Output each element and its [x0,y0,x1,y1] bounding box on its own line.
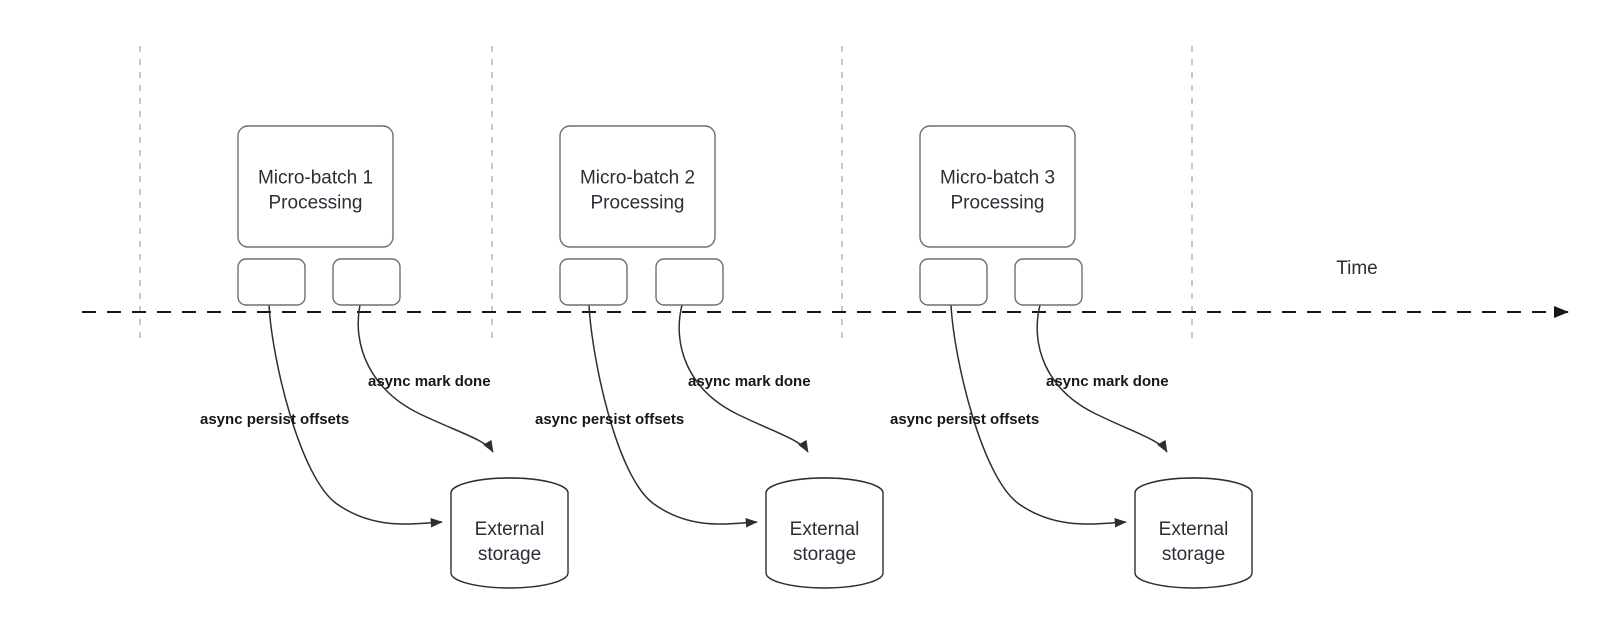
group-2-batch-box[interactable] [559,125,716,248]
group-3-batch-node[interactable]: Micro-batch 3 Processing [919,125,1076,248]
group-3-persist-offsets-edge [950,304,1127,528]
group-2-batch-label-line2: Processing [591,193,685,214]
group-2-persist-offsets-edge [588,304,758,528]
group-1-storage-label-line1: External [475,519,545,540]
group-3-task-box-3b[interactable] [1014,258,1083,306]
edge-labels-group: async persist offsets async mark done asyn… [200,373,1169,428]
group-3-persist-offsets-edge-label: async persist offsets [890,411,1039,428]
group-1-persist-offsets-edge [268,304,443,528]
group-3-storage-node[interactable]: External storage [1134,477,1253,589]
group-2-storage-node[interactable]: External storage [765,477,884,589]
group-2-mark-done-edge-label: async mark done [688,373,811,390]
group-3-batch-box[interactable] [919,125,1076,248]
group-2-persist-offsets-edge-label: async persist offsets [535,411,684,428]
group-3-task-box-3a[interactable] [919,258,988,306]
guide-lines-group [139,46,1193,342]
group-2-storage-label-line1: External [790,519,860,540]
group-1-task-box-1b[interactable] [332,258,401,306]
group-2-storage-cylinder-top [765,477,884,494]
group-1-storage-label-line2: storage [478,544,541,565]
group-1-task-box-1a[interactable] [237,258,306,306]
flow-edges-group [268,304,1168,528]
group-2-mark-done-edge [678,304,809,453]
group-3-storage-label-line1: External [1159,519,1229,540]
group-1-storage-cylinder-top [450,477,569,494]
group-1-batch-node[interactable]: Micro-batch 1 Processing [237,125,394,248]
group-3-storage-cylinder-top [1134,477,1253,494]
group-1-storage-node[interactable]: External storage [450,477,569,589]
group-1-batch-label-line1: Micro-batch 1 [258,168,373,189]
group-1-batch-label-line2: Processing [269,193,363,214]
group-1-persist-offsets-edge-label: async persist offsets [200,411,349,428]
group-1-batch-box[interactable] [237,125,394,248]
group-2-task-box-2a[interactable] [559,258,628,306]
group-2-storage-label-line2: storage [793,544,856,565]
group-1-mark-done-edge [357,304,494,453]
group-1-mark-done-edge-label: async mark done [368,373,491,390]
group-2-batch-node[interactable]: Micro-batch 2 Processing [559,125,716,248]
group-2-task-box-2b[interactable] [655,258,724,306]
group-2-batch-label-line1: Micro-batch 2 [580,168,695,189]
timeline-axis-label: Time [1336,258,1378,279]
group-3-storage-label-line2: storage [1162,544,1225,565]
group-3-batch-label-line2: Processing [951,193,1045,214]
group-3-mark-done-edge-label: async mark done [1046,373,1169,390]
group-3-mark-done-edge [1036,304,1168,453]
group-3-batch-label-line1: Micro-batch 3 [940,168,1055,189]
timeline-axis: Time [82,258,1569,319]
